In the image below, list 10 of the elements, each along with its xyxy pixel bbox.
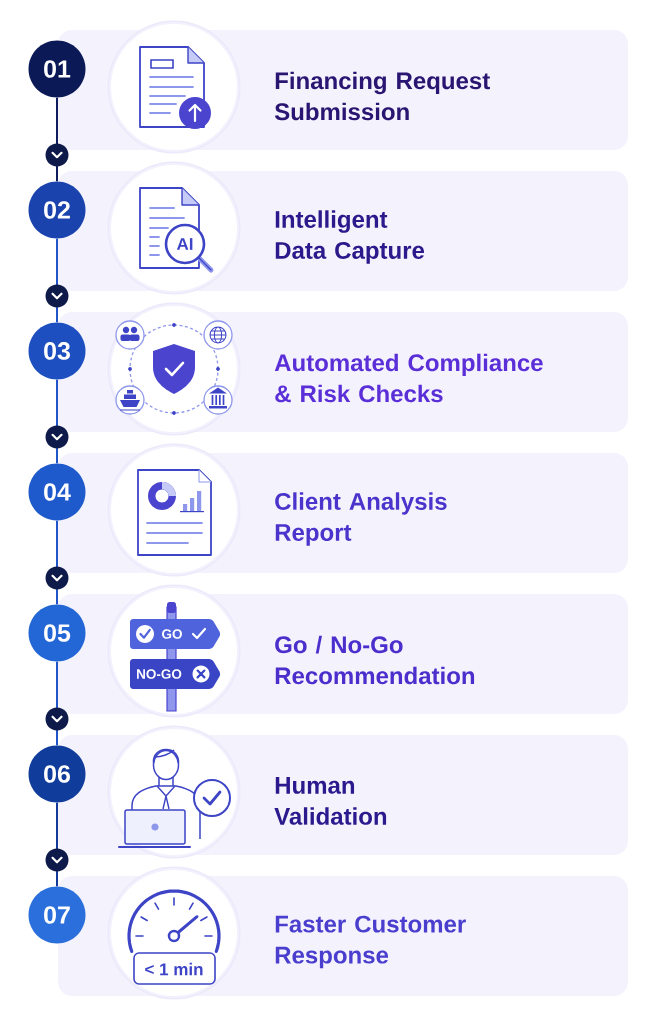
connector-arrow xyxy=(45,660,69,747)
magnifier-label: AI xyxy=(176,238,193,250)
sign-label: NO-GO xyxy=(137,669,182,679)
connector-arrow xyxy=(45,519,69,606)
connector-arrow xyxy=(45,96,69,183)
sign-label: GO xyxy=(162,629,182,639)
connector-arrow xyxy=(45,237,69,324)
time-label: < 1 min xyxy=(145,962,203,976)
connector-arrow xyxy=(45,801,69,888)
connector-arrow xyxy=(45,378,69,465)
